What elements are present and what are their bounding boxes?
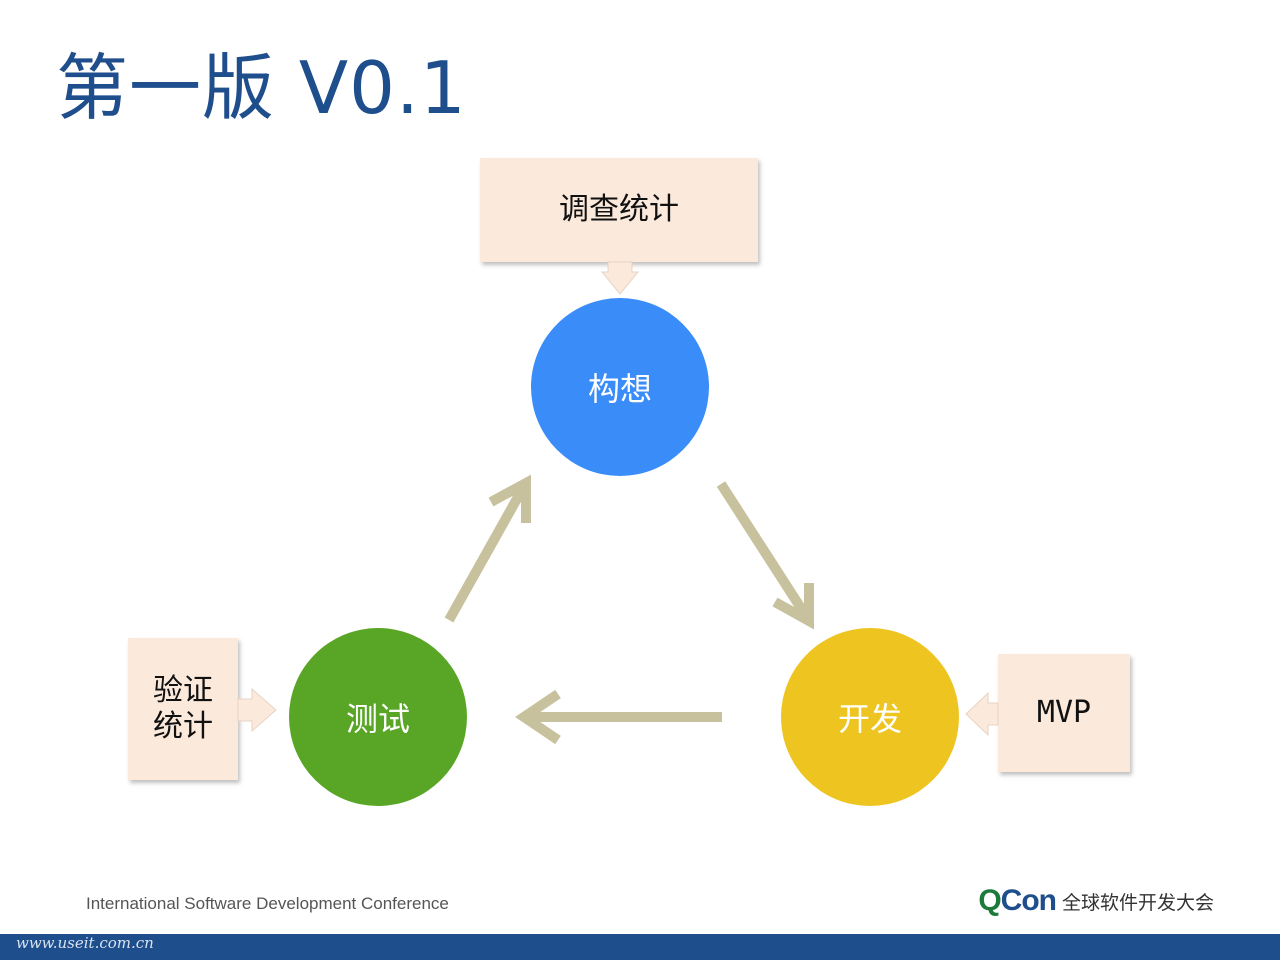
- node-test: 测试: [289, 628, 467, 806]
- arrow-test-to-concept-head: [488, 474, 531, 523]
- bottom-bar: [0, 934, 1280, 960]
- conference-name: International Software Development Confe…: [86, 894, 449, 913]
- arrow-test-to-concept: [444, 485, 528, 623]
- arrow-concept-to-develop-head: [772, 583, 814, 630]
- node-test-label: 测试: [345, 700, 410, 738]
- website-watermark: www.useit.com.cn: [16, 934, 154, 952]
- survey-stats-box: 调查统计: [480, 158, 758, 262]
- mvp-box: MVP: [998, 654, 1130, 772]
- page-title: 第一版 V0.1: [56, 46, 467, 130]
- arrow-concept-to-develop: [716, 481, 811, 619]
- qcon-tagline: 全球软件开发大会: [1061, 891, 1214, 914]
- arrow-develop-to-test-head: [515, 689, 561, 745]
- verify-stats-box: 验证 统计: [128, 638, 238, 780]
- node-concept: 构想: [531, 298, 709, 476]
- qcon-logo-q: Q: [978, 884, 1001, 917]
- survey-stats-label: 调查统计: [559, 192, 679, 227]
- node-develop-label: 开发: [837, 700, 902, 738]
- qcon-logo-con: Con: [1000, 884, 1057, 917]
- verify-stats-label-line1: 验证: [153, 673, 213, 708]
- verify-stats-label-line2: 统计: [153, 709, 213, 744]
- survey-input-arrow: [600, 261, 640, 295]
- mvp-label: MVP: [1036, 695, 1092, 730]
- node-develop: 开发: [781, 628, 959, 806]
- node-concept-label: 构想: [587, 370, 652, 408]
- qcon-branding: QCon 全球软件开发大会: [978, 884, 1214, 918]
- verify-input-arrow: [237, 687, 277, 733]
- mvp-input-arrow: [965, 691, 999, 737]
- qcon-logo: QCon: [978, 884, 1057, 918]
